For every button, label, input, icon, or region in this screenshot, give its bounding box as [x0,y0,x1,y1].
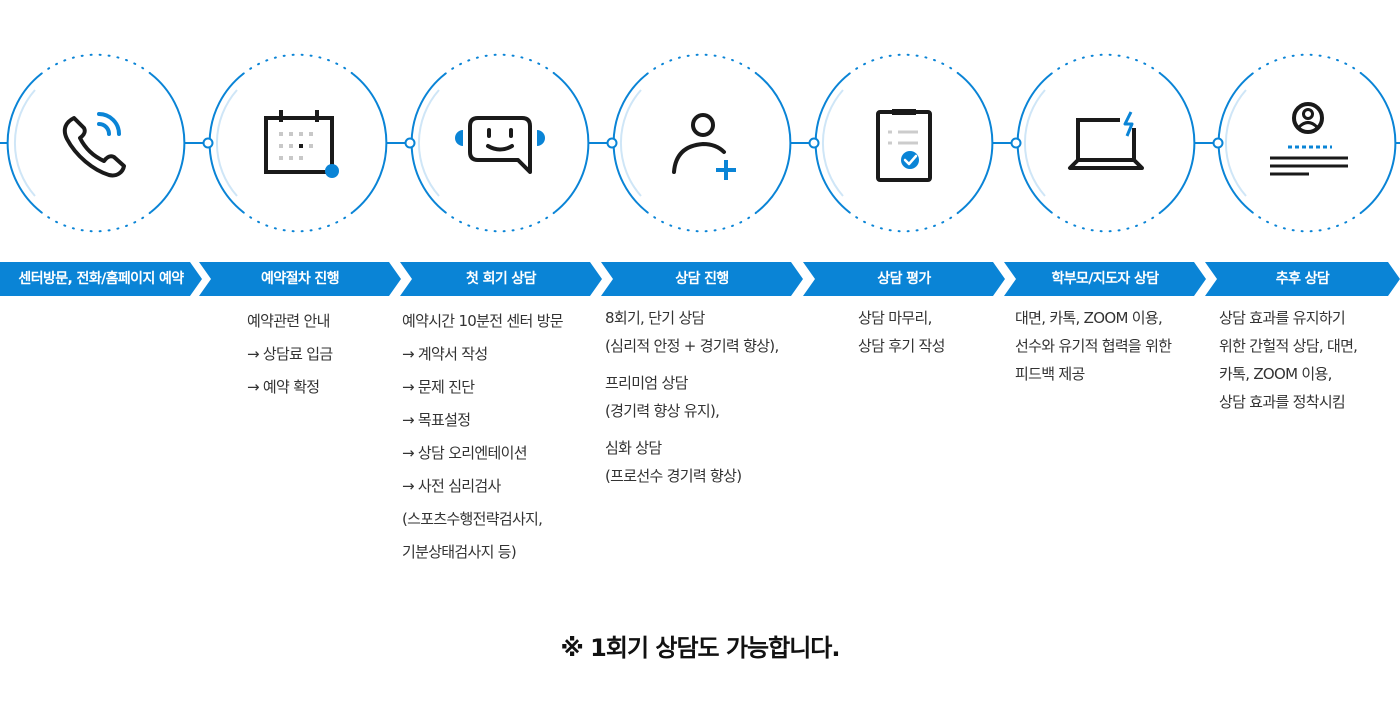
desc-line: 예약관련 안내 [247,312,330,330]
desc-line: 선수와 유기적 협력을 위한 [1015,337,1172,355]
laptop-icon [1068,111,1144,170]
desc-line: 상담 마무리, [858,309,932,327]
step-desc-4: 8회기, 단기 상담 (심리적 안정 + 경기력 향상), 프리미엄 상담 (경… [605,304,779,490]
desc-line: → 사전 심리검사 [402,477,501,495]
connector-nodes [202,137,1224,149]
step-desc-2: 예약관련 안내 → 상담료 입금 → 예약 확정 [247,305,333,404]
step-label-2: 예약절차 진행 [199,262,401,296]
step-label-1: 센터방문, 전화/홈페이지 예약 [0,262,202,296]
desc-line: 상담 효과를 정착시킴 [1219,393,1346,411]
desc-line: 심화 상담 [605,439,662,457]
clipboard-check-icon [876,109,932,182]
footer-note: ※ 1회기 상담도 가능합니다. [560,634,840,662]
desc-line: (프로선수 경기력 향상) [605,467,742,485]
desc-line: → 예약 확정 [247,378,320,396]
chat-icon [455,116,545,174]
phone-icon [62,112,126,178]
step-label-3: 첫 회기 상담 [400,262,602,296]
step-ring-6 [1016,53,1196,233]
desc-line: 상담 후기 작성 [858,337,945,355]
step-desc-3: 예약시간 10분전 센터 방문 → 계약서 작성 → 문제 진단 → 목표설정 … [402,305,564,569]
desc-line: 기분상태검사지 등) [402,543,517,561]
step-ring-1 [6,53,186,233]
desc-line: (심리적 안정 + 경기력 향상), [605,337,779,355]
desc-line: 8회기, 단기 상담 [605,309,705,327]
desc-line: → 상담 오리엔테이션 [402,444,528,462]
desc-line: 프리미엄 상담 [605,374,688,392]
step-label-5: 상담 평가 [803,262,1005,296]
user-add-icon [672,113,736,180]
step-ring-2 [208,53,388,233]
desc-line: → 목표설정 [402,411,471,429]
step-label-7: 추후 상담 [1205,262,1400,296]
desc-line: 카톡, ZOOM 이용, [1219,365,1332,383]
step-desc-7: 상담 효과를 유지하기 위한 간헐적 상담, 대면, 카톡, ZOOM 이용, … [1219,304,1358,416]
desc-line: → 상담료 입금 [247,345,333,363]
step-label-4: 상담 진행 [601,262,803,296]
desc-line: 대면, 카톡, ZOOM 이용, [1015,309,1163,327]
desc-line: (경기력 향상 유지), [605,402,720,420]
desc-line: 예약시간 10분전 센터 방문 [402,312,564,330]
step-label-6: 학부모/지도자 상담 [1004,262,1206,296]
process-icons [0,53,1400,233]
desc-line: → 문제 진단 [402,378,475,396]
desc-line: 상담 효과를 유지하기 [1219,309,1346,327]
step-ring-7 [1217,53,1397,233]
profile-document-icon [1270,102,1348,176]
desc-line: → 계약서 작성 [402,345,488,363]
step-ring-3 [410,53,590,233]
desc-line: 피드백 제공 [1015,365,1085,383]
desc-line: (스포츠수행전략검사지, [402,510,543,528]
calendar-icon [264,110,339,178]
step-desc-5: 상담 마무리, 상담 후기 작성 [858,304,945,360]
step-desc-6: 대면, 카톡, ZOOM 이용, 선수와 유기적 협력을 위한 피드백 제공 [1015,304,1172,388]
desc-line: 위한 간헐적 상담, 대면, [1219,337,1358,355]
